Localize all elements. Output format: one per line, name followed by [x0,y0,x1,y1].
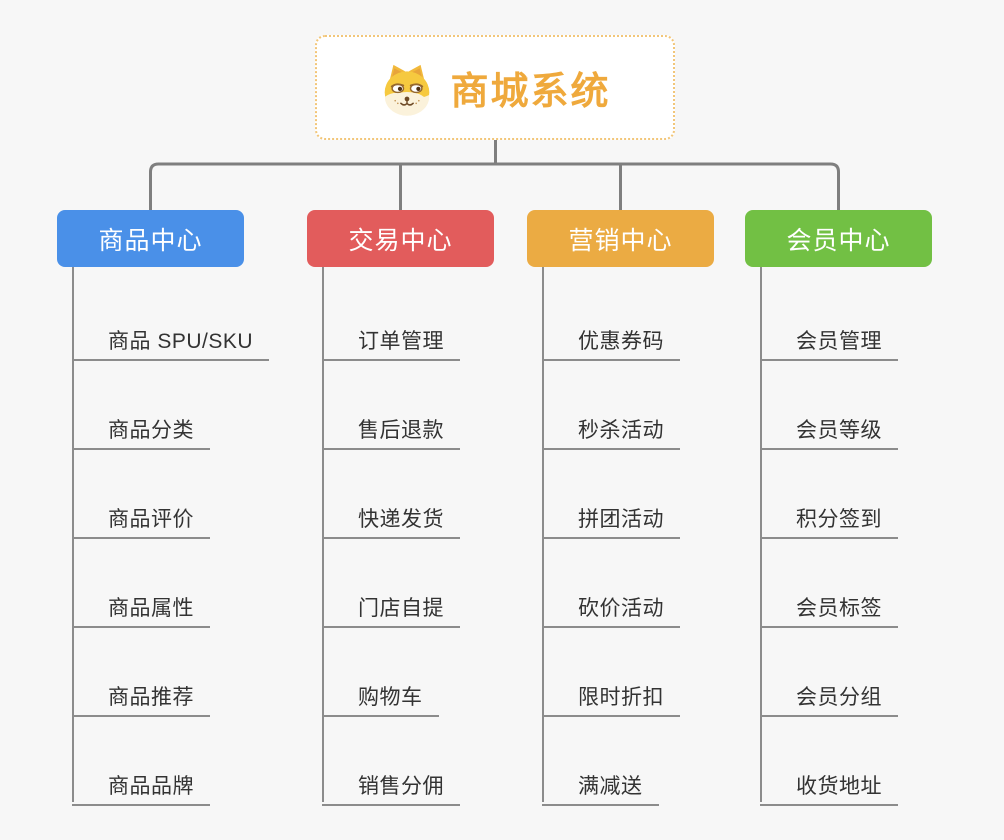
leaf-topic[interactable]: 积分签到 [760,497,898,539]
leaf-topic[interactable]: 门店自提 [322,586,460,628]
leaf-topic[interactable]: 商品 SPU/SKU [72,319,270,361]
leaf-topic[interactable]: 优惠券码 [542,319,680,361]
leaf-topic[interactable]: 商品分类 [72,408,210,450]
leaf-topic[interactable]: 会员等级 [760,408,898,450]
branch-topic-product-center[interactable]: 商品中心 [57,210,244,267]
leaf-topic[interactable]: 拼团活动 [542,497,680,539]
trunk-line [760,267,762,802]
leaf-topic[interactable]: 商品评价 [72,497,210,539]
leaf-topic[interactable]: 会员分组 [760,675,898,717]
leaf-topic[interactable]: 购物车 [322,675,439,717]
leaf-topic[interactable]: 收货地址 [760,764,898,806]
leaf-topic[interactable]: 满减送 [542,764,659,806]
leaf-topic[interactable]: 售后退款 [322,408,460,450]
branch-topic-trade-center[interactable]: 交易中心 [307,210,494,267]
branch-connector-lines [149,139,840,211]
leaf-topic[interactable]: 商品属性 [72,586,210,628]
trunk-line [72,267,74,802]
branch-marketing-center: 营销中心 优惠券码 秒杀活动 拼团活动 砍价活动 限时折扣 满减送 [527,210,787,820]
leaf-topic[interactable]: 会员标签 [760,586,898,628]
branch-topic-marketing-center[interactable]: 营销中心 [527,210,714,267]
trunk-line [542,267,544,802]
leaf-topic[interactable]: 商品品牌 [72,764,210,806]
branch-trade-center: 交易中心 订单管理 售后退款 快递发货 门店自提 购物车 销售分佣 [307,210,567,820]
branch-product-center: 商品中心 商品 SPU/SKU 商品分类 商品评价 商品属性 商品推荐 商品品牌 [57,210,317,820]
branch-member-center: 会员中心 会员管理 会员等级 积分签到 会员标签 会员分组 收货地址 [745,210,1004,820]
leaf-topic[interactable]: 秒杀活动 [542,408,680,450]
leaf-topic[interactable]: 订单管理 [322,319,460,361]
leaf-topic[interactable]: 商品推荐 [72,675,210,717]
leaf-topic[interactable]: 会员管理 [760,319,898,361]
root-topic-title: 商城系统 [450,71,611,113]
leaf-topic[interactable]: 销售分佣 [322,764,460,806]
leaf-topic[interactable]: 砍价活动 [542,586,680,628]
branch-topic-member-center[interactable]: 会员中心 [745,210,932,267]
dog-face-icon [385,64,430,116]
root-topic[interactable]: 商城系统 [315,35,675,140]
leaf-topic[interactable]: 快递发货 [322,497,460,539]
trunk-line [322,267,324,802]
leaf-topic[interactable]: 限时折扣 [542,675,680,717]
